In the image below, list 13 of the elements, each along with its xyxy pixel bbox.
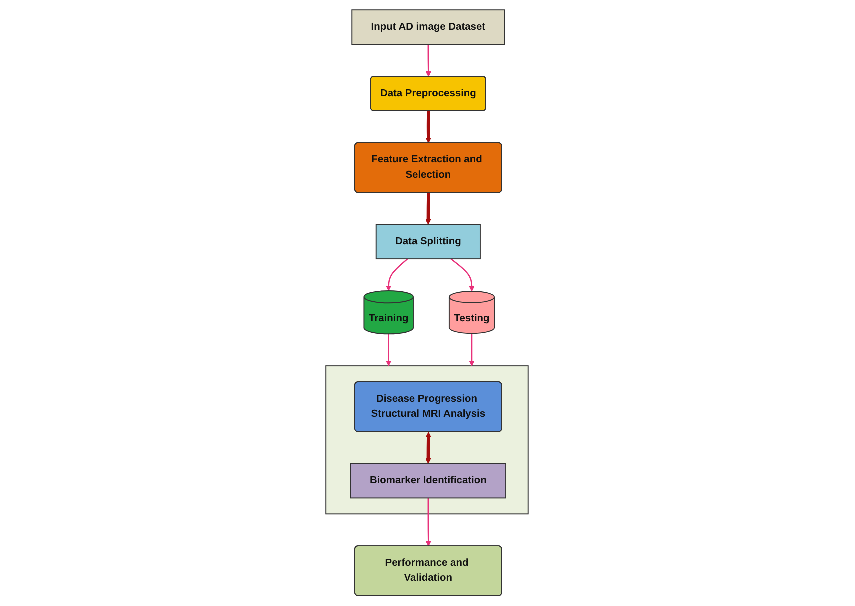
node-box: Data Splitting — [376, 224, 482, 260]
node-box: Biomarker Identification — [350, 463, 507, 499]
arrow — [386, 258, 409, 292]
arrow — [450, 258, 476, 292]
arrow — [426, 44, 432, 78]
arrow — [426, 111, 432, 144]
arrow — [469, 334, 476, 366]
arrow — [386, 334, 392, 366]
arrow — [426, 432, 432, 464]
node-box: Input AD image Dataset — [352, 10, 506, 46]
cluster — [326, 366, 530, 515]
arrow — [426, 192, 432, 225]
arrow — [426, 498, 432, 547]
